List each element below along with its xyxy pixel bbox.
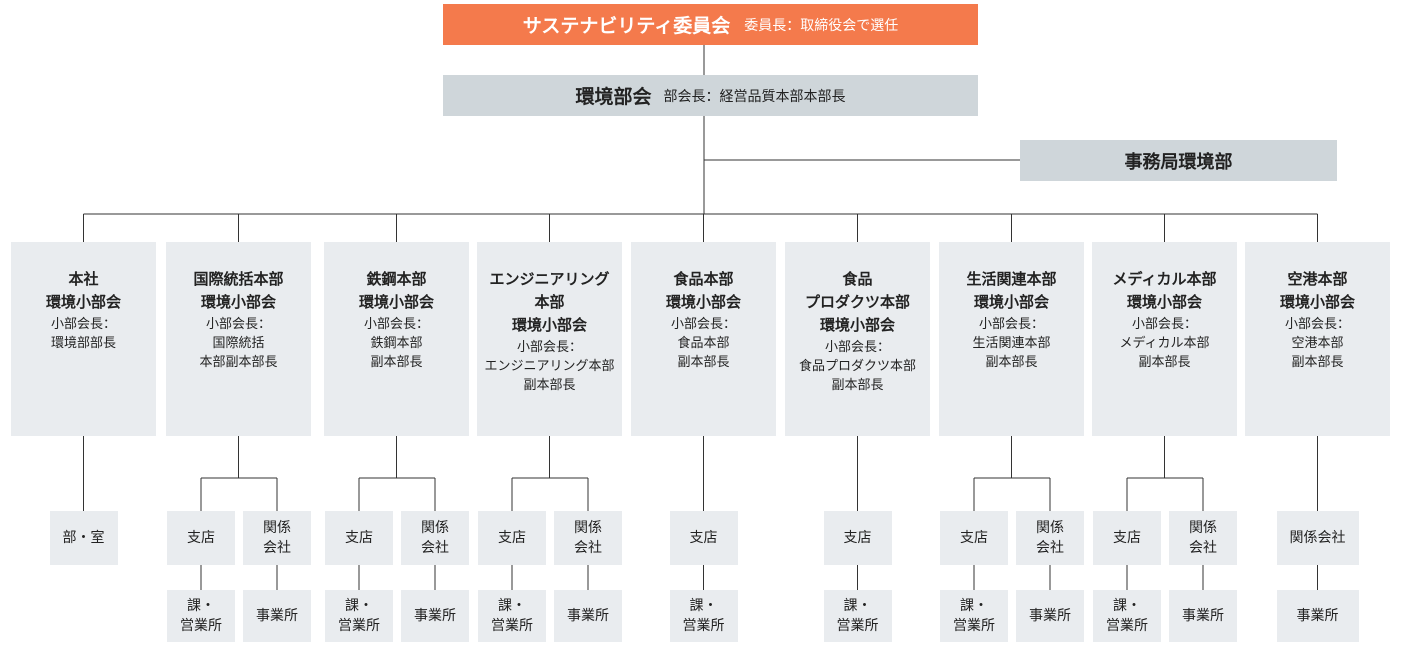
unit-label: 支店 [843,530,872,546]
unit-box: 支店 [823,511,892,565]
unit-box: 関係 会社 [243,511,311,565]
division-chair: 小部会長： 空港本部 副本部長 [1284,317,1350,370]
division-title: メディカル本部 環境小部会 [1112,270,1217,311]
division-chair: 小部会長： 食品プロダクツ本部 副本部長 [798,340,916,393]
subunit-box: 事業所 [554,590,622,642]
subunit-box: 事業所 [1169,590,1237,642]
unit-box: 支店 [325,511,393,565]
subunit-label: 事業所 [1182,608,1224,624]
unit-label: 支店 [498,530,526,546]
secretariat-box: 事務局環境部 [1020,140,1337,181]
division-title: 食品 プロダクツ本部 環境小部会 [804,270,910,334]
unit-box: 関係 会社 [401,511,469,565]
unit-box: 支店 [1093,511,1161,565]
unit-label: 関係 会社 [263,520,291,556]
division-chair: 小部会長： 鉄鋼本部 副本部長 [363,317,429,370]
division-title: 本社 環境小部会 [45,270,121,311]
unit-box: 部・室 [49,511,118,565]
unit-box: 支店 [478,511,546,565]
unit-label: 部・室 [62,530,105,546]
unit-box: 支店 [940,511,1008,565]
unit-label: 関係 会社 [1189,520,1217,556]
subunit-box: 課・ 営業所 [669,590,738,642]
unit-label: 支店 [960,530,988,546]
subunit-label: 事業所 [1296,608,1339,624]
subunit-label: 事業所 [567,608,609,624]
subunit-label: 課・ 営業所 [491,598,533,634]
division-title: 国際統括本部 環境小部会 [193,270,284,311]
division-box: 本社 環境小部会小部会長： 環境部部長 [11,242,156,436]
secretariat-title: 事務局環境部 [1124,151,1233,173]
unit-label: 関係 会社 [1036,520,1064,556]
unit-box: 関係 会社 [1169,511,1237,565]
committee-title: サステナビリティ委員会 [522,15,731,37]
division-title: 鉄鋼本部 環境小部会 [358,270,434,311]
council-title: 環境部会 [575,86,652,108]
subunit-label: 課・ 営業所 [953,598,995,634]
subunit-box: 事業所 [401,590,469,642]
subunit-label: 事業所 [414,608,456,624]
division-box: 食品本部 環境小部会小部会長： 食品本部 副本部長 [631,242,776,436]
division-chair: 小部会長： 食品本部 副本部長 [670,317,736,370]
unit-box: 関係 会社 [554,511,622,565]
division-box: 空港本部 環境小部会小部会長： 空港本部 副本部長 [1245,242,1390,436]
division-chair: 小部会長： 国際統括 本部副本部長 [199,317,278,370]
division-title: エンジニアリング 本部 環境小部会 [489,270,610,334]
division-box: メディカル本部 環境小部会小部会長： メディカル本部 副本部長 [1092,242,1237,436]
division-box: エンジニアリング 本部 環境小部会小部会長： エンジニアリング本部 副本部長 [477,242,622,436]
subunit-label: 課・ 営業所 [180,598,222,634]
unit-label: 支店 [187,530,215,546]
subunit-box: 課・ 営業所 [478,590,546,642]
unit-box: 支店 [669,511,738,565]
division-title: 生活関連本部 環境小部会 [966,270,1057,311]
unit-label: 支店 [345,530,373,546]
division-title: 食品本部 環境小部会 [665,270,741,311]
division-chair: 小部会長： 生活関連本部 副本部長 [972,317,1051,370]
unit-label: 支店 [1113,530,1141,546]
subunit-box: 課・ 営業所 [325,590,393,642]
environment-council: 環境部会 部会長：経営品質本部本部長 [443,75,978,116]
division-chair: 小部会長： 環境部部長 [50,317,116,351]
unit-box: 関係 会社 [1016,511,1084,565]
subunit-box: 事業所 [1016,590,1084,642]
council-chair: 部会長：経営品質本部本部長 [663,88,846,105]
division-box: 食品 プロダクツ本部 環境小部会小部会長： 食品プロダクツ本部 副本部長 [785,242,930,436]
subunit-box: 事業所 [243,590,311,642]
unit-label: 関係会社 [1289,530,1346,546]
division-chair: 小部会長： メディカル本部 副本部長 [1119,317,1210,370]
sustainability-committee: サステナビリティ委員会 委員長：取締役会で選任 [443,4,978,45]
unit-label: 関係 会社 [421,520,449,556]
unit-label: 支店 [689,530,718,546]
unit-box: 関係会社 [1276,511,1359,565]
subunit-box: 課・ 営業所 [167,590,235,642]
subunit-label: 課・ 営業所 [338,598,380,634]
subunit-label: 事業所 [1029,608,1071,624]
unit-label: 関係 会社 [574,520,602,556]
division-box: 国際統括本部 環境小部会小部会長： 国際統括 本部副本部長 [166,242,311,436]
subunit-box: 課・ 営業所 [823,590,892,642]
division-box: 生活関連本部 環境小部会小部会長： 生活関連本部 副本部長 [939,242,1084,436]
unit-box: 支店 [167,511,235,565]
division-title: 空港本部 環境小部会 [1279,270,1355,311]
subunit-box: 課・ 営業所 [940,590,1008,642]
subunit-box: 事業所 [1276,590,1359,642]
subunit-label: 事業所 [256,608,298,624]
subunit-box: 課・ 営業所 [1093,590,1161,642]
committee-chair: 委員長：取締役会で選任 [744,17,899,34]
subunit-label: 課・ 営業所 [1106,598,1148,634]
division-chair: 小部会長： エンジニアリング本部 副本部長 [484,340,615,393]
subunit-label: 課・ 営業所 [836,598,879,634]
division-box: 鉄鋼本部 環境小部会小部会長： 鉄鋼本部 副本部長 [324,242,469,436]
subunit-label: 課・ 営業所 [682,598,725,634]
